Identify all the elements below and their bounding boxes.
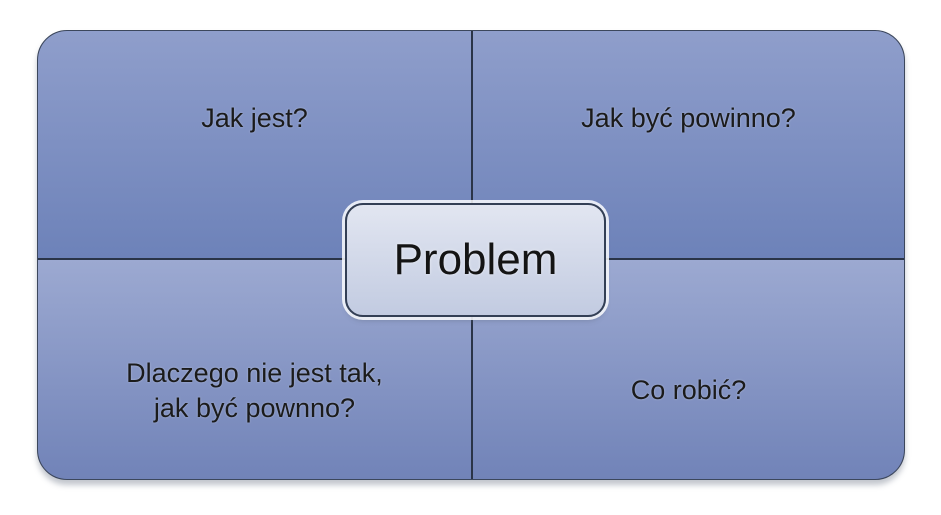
quadrant-bottom-left-label: Dlaczego nie jest tak, jak być pownno? [126,357,383,423]
problem-box-label: Problem [393,235,558,284]
problem-quadrant-matrix: Jak jest? Jak być powinno? Dlaczego nie … [37,30,905,480]
problem-box: Problem [345,203,606,317]
quadrant-top-left: Jak jest? [38,31,471,258]
quadrant-bottom-right-label: Co robić? [630,375,747,405]
quadrant-top-right-label: Jak być powinno? [581,103,796,133]
quadrant-top-left-label: Jak jest? [201,103,308,133]
quadrant-top-right: Jak być powinno? [473,31,904,258]
